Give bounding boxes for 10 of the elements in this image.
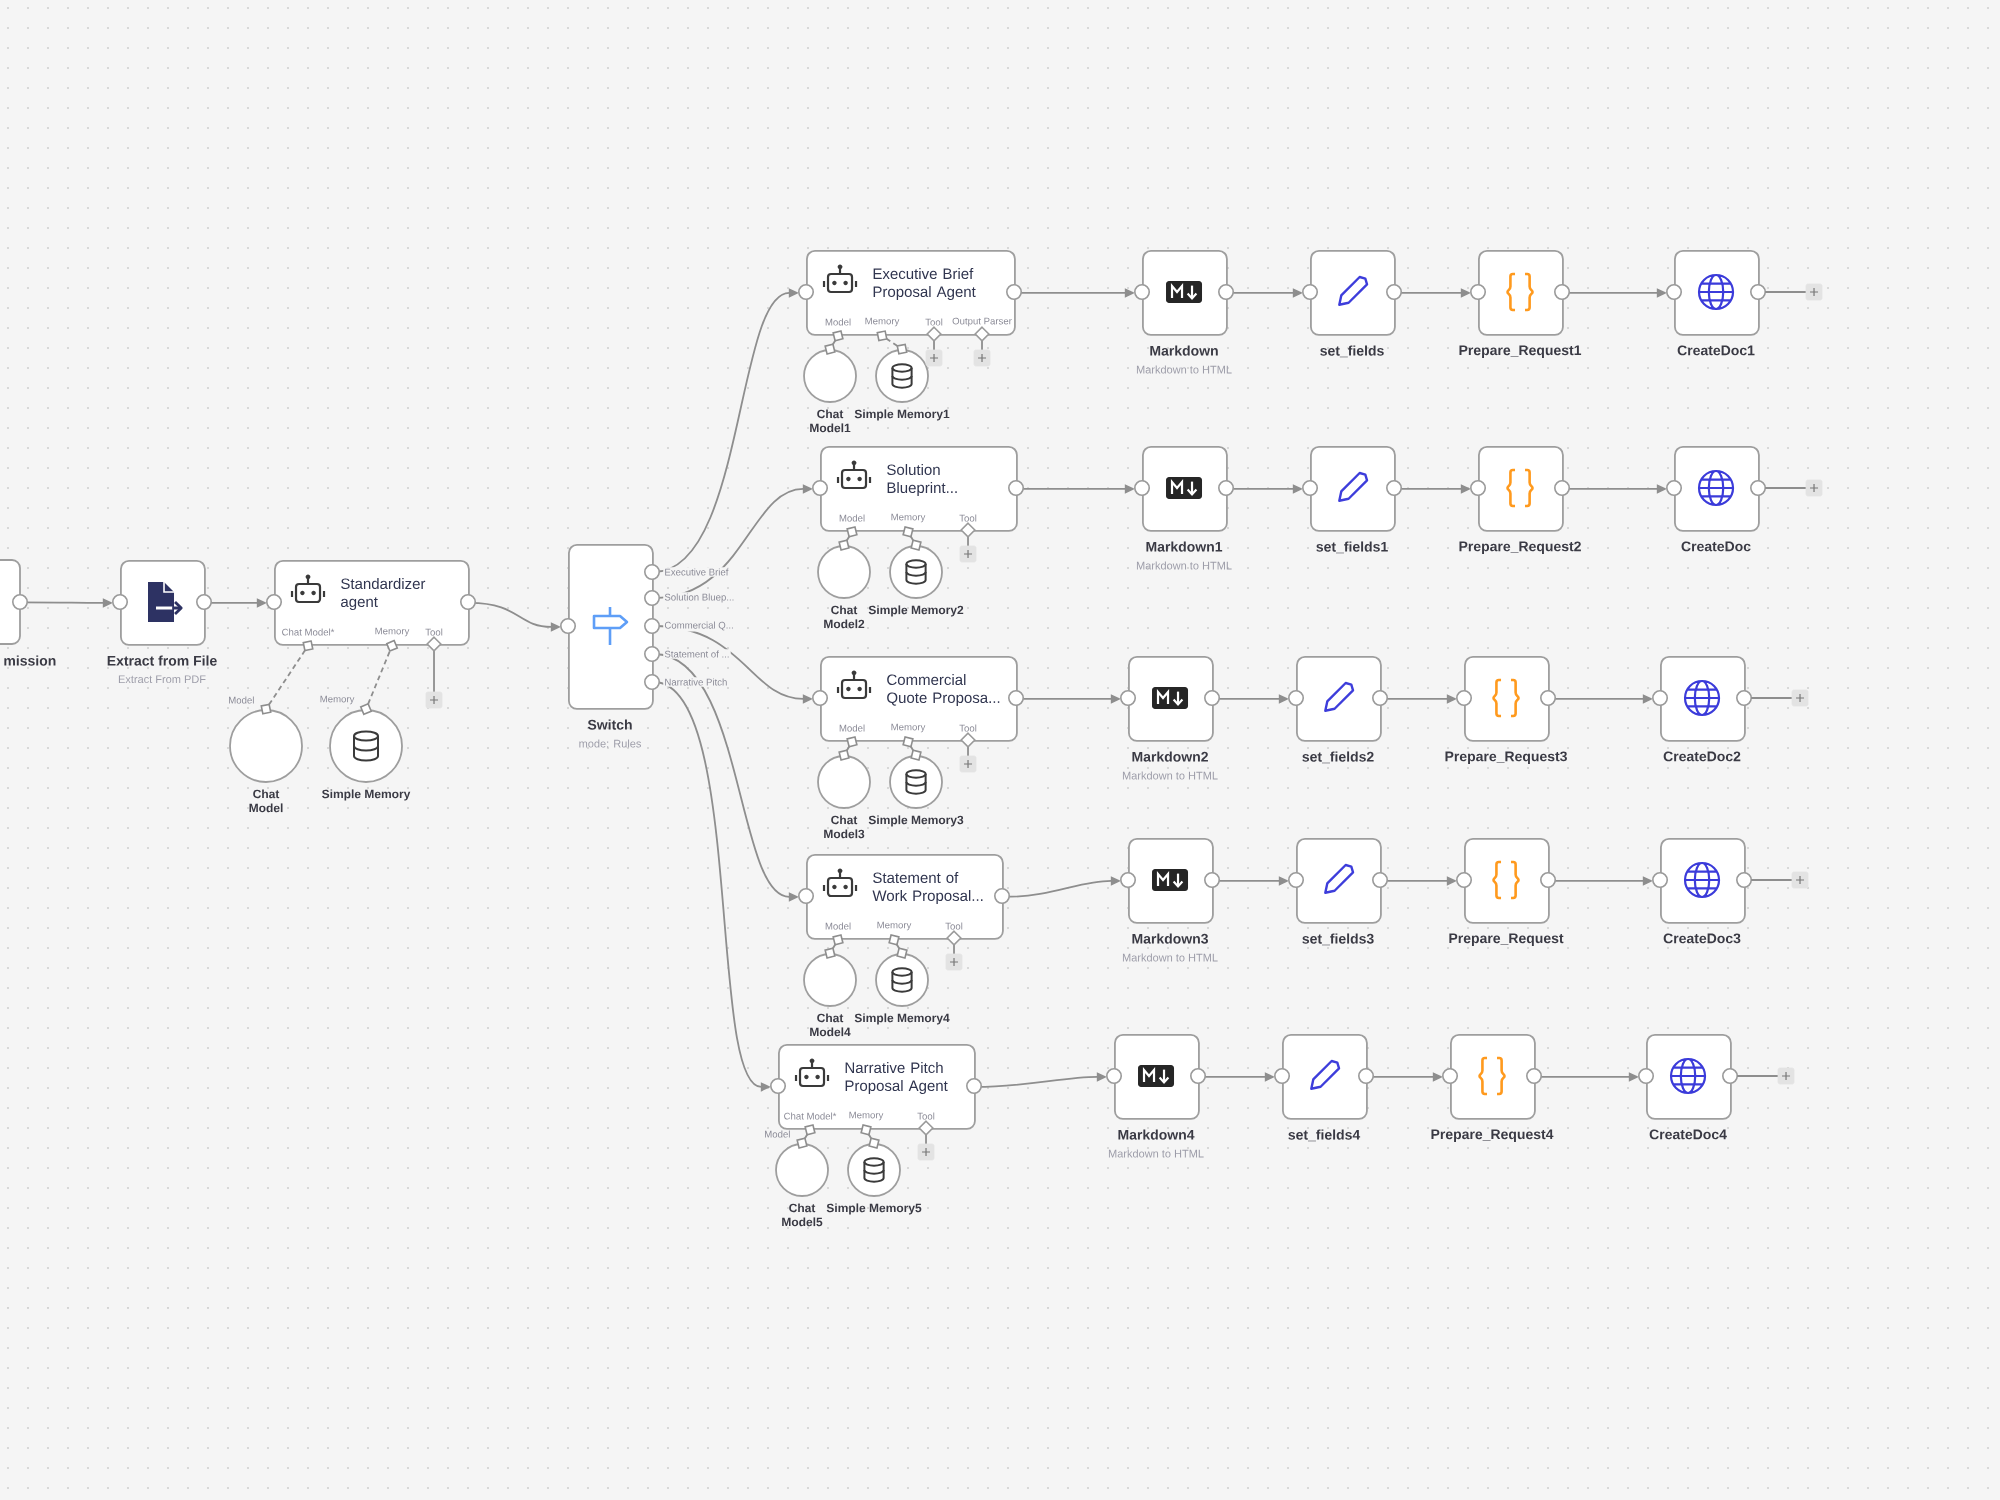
connector	[796, 1124, 816, 1149]
connector	[359, 639, 399, 716]
connector	[824, 934, 844, 959]
connector	[260, 640, 314, 715]
connector	[888, 934, 908, 959]
connector	[902, 526, 922, 551]
connector	[824, 330, 844, 355]
connector	[860, 1124, 880, 1149]
connector	[876, 330, 908, 355]
connector	[902, 736, 922, 761]
